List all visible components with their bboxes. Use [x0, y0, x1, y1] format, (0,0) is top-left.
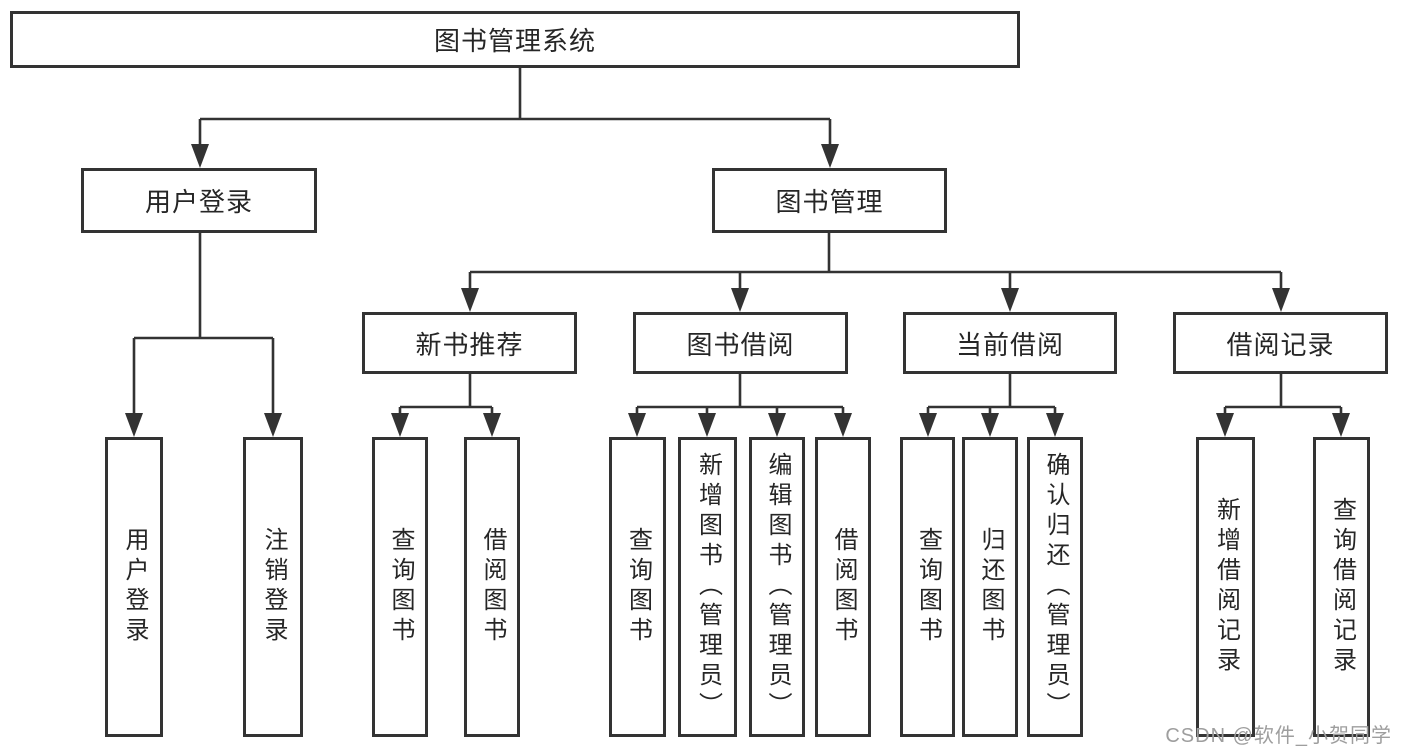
leaf-confirm-return-admin: 确认归还（管理员）	[1027, 437, 1083, 737]
leaf-user-login: 用户登录	[105, 437, 163, 737]
leaf-return-books: 归还图书	[962, 437, 1018, 737]
leaf-borrow-books: 借阅图书	[815, 437, 871, 737]
node-label: 图书管理系统	[433, 26, 596, 56]
node-label: 查询图书	[624, 527, 652, 647]
node-book-management: 图书管理	[712, 168, 947, 233]
leaf-logout: 注销登录	[243, 437, 303, 737]
node-label: 查询图书	[914, 527, 942, 647]
leaf-add-books-admin: 新增图书（管理员）	[678, 437, 737, 737]
node-system-root: 图书管理系统	[10, 11, 1020, 68]
node-label: 确认归还（管理员）	[1042, 452, 1069, 722]
node-label: 当前借阅	[955, 329, 1064, 360]
node-label: 图书管理	[775, 187, 884, 217]
node-label: 新增借阅记录	[1212, 497, 1240, 677]
node-label: 注销登录	[260, 527, 287, 647]
node-label: 归还图书	[977, 527, 1004, 647]
csdn-watermark: CSDN @软件_小贺同学	[1165, 725, 1392, 747]
leaf-borrow-books-recommend: 借阅图书	[464, 437, 520, 737]
node-label: 查询图书	[387, 527, 414, 647]
node-label: 借阅图书	[830, 527, 857, 647]
node-label: 借阅记录	[1226, 329, 1335, 360]
node-label: 新书推荐	[415, 329, 524, 360]
arrowheads	[125, 144, 1350, 437]
node-label: 图书借阅	[686, 329, 795, 360]
leaf-query-borrow-record: 查询借阅记录	[1313, 437, 1370, 737]
node-borrow-records: 借阅记录	[1173, 312, 1388, 374]
node-label: 查询借阅记录	[1328, 497, 1356, 677]
node-label: 新增图书（管理员）	[694, 452, 722, 722]
node-book-borrow: 图书借阅	[633, 312, 848, 374]
node-current-borrow: 当前借阅	[903, 312, 1117, 374]
leaf-add-borrow-record: 新增借阅记录	[1196, 437, 1255, 737]
node-label: 借阅图书	[479, 527, 506, 647]
node-user-login: 用户登录	[81, 168, 317, 233]
leaf-query-books-borrow: 查询图书	[609, 437, 666, 737]
leaf-query-books-recommend: 查询图书	[372, 437, 428, 737]
node-label: 用户登录	[121, 527, 148, 647]
node-new-book-recommend: 新书推荐	[362, 312, 577, 374]
node-label: 编辑图书（管理员）	[764, 452, 791, 722]
leaf-query-books-current: 查询图书	[900, 437, 955, 737]
node-label: 用户登录	[144, 187, 253, 217]
leaf-edit-books-admin: 编辑图书（管理员）	[749, 437, 805, 737]
